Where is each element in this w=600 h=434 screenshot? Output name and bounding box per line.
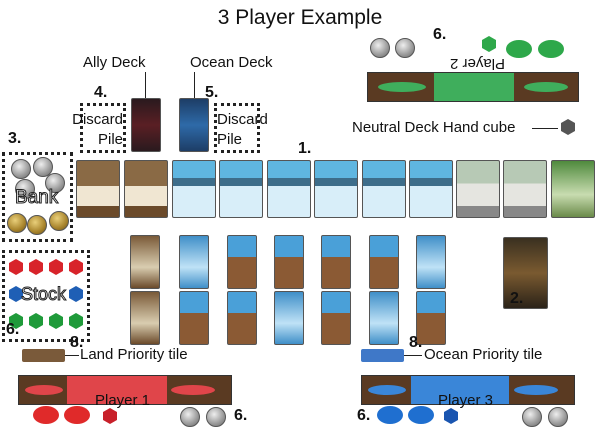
coin-icon <box>395 38 415 58</box>
ally-deck-label: Ally Deck <box>83 54 146 71</box>
page-title: 3 Player Example <box>217 6 383 29</box>
player3-label: Player 3 <box>438 392 494 409</box>
ocean-card[interactable] <box>369 235 399 289</box>
ocean-card[interactable] <box>227 235 257 289</box>
step-6-label: 6. <box>433 26 447 43</box>
market-card[interactable] <box>409 160 453 218</box>
ocean-card[interactable] <box>227 291 257 345</box>
ally-discard-pile: Discard Pile <box>72 103 126 153</box>
ocean-card[interactable] <box>369 291 399 345</box>
player2-marker-icon <box>506 40 532 58</box>
player2-pawn-icon <box>482 36 496 52</box>
market-card[interactable] <box>503 160 547 218</box>
ocean-deck[interactable] <box>179 98 209 152</box>
step-8-label: 8. <box>70 334 84 351</box>
player2-board <box>367 72 579 102</box>
player3-pawn-icon <box>444 408 458 424</box>
ocean-card[interactable] <box>321 291 351 345</box>
player3-marker-icon <box>377 406 403 424</box>
market-card[interactable] <box>314 160 358 218</box>
step-4-label: 4. <box>94 84 108 101</box>
player2-marker-icon <box>538 40 564 58</box>
player1-marker-icon <box>64 406 90 424</box>
market-card[interactable] <box>551 160 595 218</box>
ocean-deck-label: Ocean Deck <box>190 54 273 71</box>
coin-icon <box>548 407 568 427</box>
market-card[interactable] <box>362 160 406 218</box>
player3-board <box>361 375 575 405</box>
land-priority-tile[interactable] <box>22 349 65 362</box>
ocean-card[interactable] <box>274 235 304 289</box>
bank-area: Bank <box>2 152 73 242</box>
ally-deck[interactable] <box>131 98 161 152</box>
coin-icon <box>370 38 390 58</box>
step-6-label: 6. <box>6 321 20 338</box>
player3-marker-icon <box>408 406 434 424</box>
step-8-label: 8. <box>409 334 423 351</box>
market-card[interactable] <box>456 160 500 218</box>
neutral-cube-label: Neutral Deck Hand cube <box>352 119 516 136</box>
player1-label: Player 1 <box>95 392 151 409</box>
step-5-label: 5. <box>205 84 219 101</box>
market-card[interactable] <box>219 160 263 218</box>
market-card[interactable] <box>76 160 120 218</box>
treasure-tile[interactable] <box>503 237 548 309</box>
player2-label: Player 2 <box>450 55 506 72</box>
coin-icon <box>522 407 542 427</box>
coin-icon <box>206 407 226 427</box>
ocean-priority-tile[interactable] <box>361 349 404 362</box>
bank-label: Bank <box>14 187 59 209</box>
ocean-card[interactable] <box>321 235 351 289</box>
step-3-label: 3. <box>8 130 22 147</box>
land-priority-label: Land Priority tile <box>80 346 188 363</box>
neutral-cube-icon <box>561 119 575 135</box>
market-card[interactable] <box>124 160 168 218</box>
player1-marker-icon <box>33 406 59 424</box>
coin-icon <box>180 407 200 427</box>
stock-label: Stock <box>20 284 67 305</box>
step-2-label: 2. <box>510 290 524 307</box>
player1-pawn-icon <box>103 408 117 424</box>
step-1-label: 1. <box>298 140 312 157</box>
ocean-priority-label: Ocean Priority tile <box>424 346 543 363</box>
ally-card[interactable] <box>130 291 160 345</box>
ocean-card[interactable] <box>416 235 446 289</box>
step-6-label: 6. <box>234 407 248 424</box>
player1-board <box>18 375 232 405</box>
ocean-card[interactable] <box>274 291 304 345</box>
ocean-card[interactable] <box>416 291 446 345</box>
stock-area: Stock <box>2 250 90 342</box>
ocean-card[interactable] <box>179 291 209 345</box>
market-card[interactable] <box>267 160 311 218</box>
ocean-discard-pile: Discard Pile <box>214 103 268 153</box>
market-card[interactable] <box>172 160 216 218</box>
ocean-card[interactable] <box>179 235 209 289</box>
step-6-label: 6. <box>357 407 371 424</box>
ally-card[interactable] <box>130 235 160 289</box>
